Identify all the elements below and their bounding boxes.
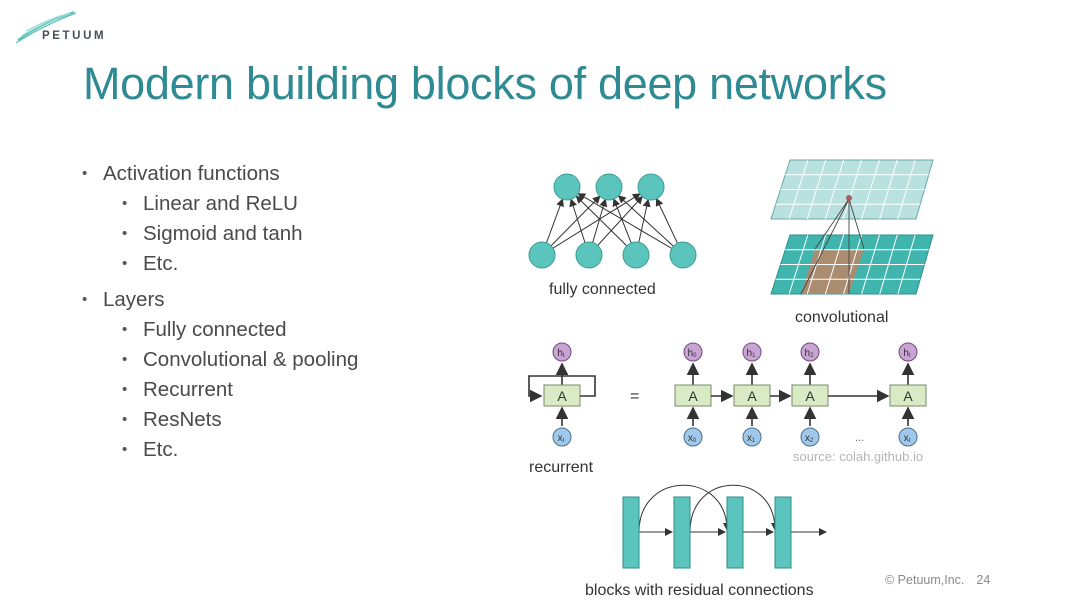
sub-bullet: ResNets [82, 407, 358, 437]
bullet-activation-functions: Activation functions [82, 161, 358, 191]
connection-edge [541, 193, 641, 256]
convolutional-caption: convolutional [795, 309, 888, 326]
sub-bullet: Sigmoid and tanh [82, 221, 358, 251]
input-node [898, 427, 918, 447]
cell-label: A [557, 388, 567, 404]
input-label: x1 [747, 433, 756, 444]
hidden-state-node [898, 342, 918, 362]
input-neuron [622, 241, 650, 269]
cell-label: A [747, 388, 757, 404]
skip-connection [638, 484, 731, 533]
convolutional-diagram [770, 159, 934, 295]
recurrent-caption: recurrent [529, 459, 594, 476]
input-label: xt [558, 433, 565, 444]
output-unit [846, 195, 852, 201]
input-node [742, 427, 762, 447]
fully-connected-caption: fully connected [549, 281, 656, 298]
skip-connection [689, 484, 779, 533]
petuum-logo-icon [15, 10, 77, 44]
hidden-state-label: ht [557, 348, 565, 359]
cell-label: A [688, 388, 698, 404]
hidden-state-label: h0 [688, 348, 698, 359]
ellipsis: ... [855, 432, 864, 444]
sub-bullet: Linear and ReLU [82, 191, 358, 221]
recurrent-diagram: Aht xt Ah0 x0 Ah1 x1 Ah2 x2 Aht xt [528, 342, 927, 447]
hidden-state-node [800, 342, 820, 362]
hidden-state-node [683, 342, 703, 362]
output-neuron [595, 173, 623, 201]
hidden-state-label: h2 [805, 348, 815, 359]
sub-bullet: Convolutional & pooling [82, 347, 358, 377]
recurrent-loop [528, 375, 596, 403]
input-label: x2 [805, 433, 814, 444]
page-title: Modern building blocks of deep networks [83, 58, 887, 109]
sub-bullet: Fully connected [82, 317, 358, 347]
sub-bullet: Etc. [82, 437, 358, 467]
connection-edge [575, 195, 637, 256]
image-source: source: colah.github.io [793, 449, 923, 464]
bullet-layers: Layers [82, 287, 358, 317]
residual-block [622, 496, 640, 569]
connection-edge [577, 193, 684, 256]
residual-block [774, 496, 792, 569]
residual-block [673, 496, 691, 569]
residual-caption: blocks with residual connections [585, 582, 814, 599]
copyright: © Petuum,Inc. [885, 573, 965, 587]
hidden-state-node [552, 342, 572, 362]
input-node [552, 427, 572, 447]
connection-edge [541, 195, 601, 256]
fully-connected-diagram [528, 173, 697, 269]
logo-text: PETUUM [42, 30, 107, 42]
residual-diagram [622, 484, 827, 569]
hidden-state-node [742, 342, 762, 362]
residual-block [726, 496, 744, 569]
connection-edge [617, 195, 684, 256]
input-node [800, 427, 820, 447]
hidden-state-label: ht [903, 348, 911, 359]
input-node [683, 427, 703, 447]
input-label: xt [904, 433, 911, 444]
bullet-list: Activation functions Linear and ReLU Sig… [82, 161, 358, 467]
page-number: 24 [976, 573, 991, 587]
cell-label: A [903, 388, 913, 404]
sub-bullet: Recurrent [82, 377, 358, 407]
equals-sign: = [630, 388, 639, 405]
output-neuron [637, 173, 665, 201]
input-label: x0 [688, 433, 697, 444]
input-neuron [528, 241, 556, 269]
output-neuron [553, 173, 581, 201]
input-neuron [575, 241, 603, 269]
rnn-cell [889, 384, 927, 407]
input-neuron [669, 241, 697, 269]
hidden-state-label: h1 [747, 348, 757, 359]
sub-bullet: Etc. [82, 251, 358, 281]
cell-label: A [805, 388, 815, 404]
footer: © Petuum,Inc. 24 [885, 573, 990, 587]
